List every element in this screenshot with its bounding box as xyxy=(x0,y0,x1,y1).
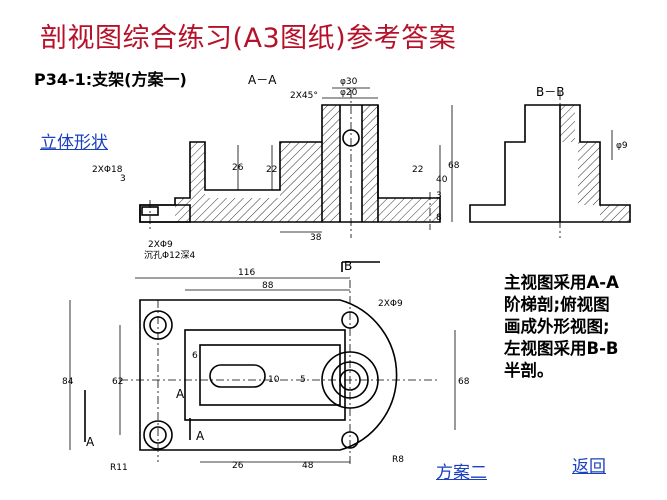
dim-68-front: 68 xyxy=(448,161,460,171)
dim-88: 88 xyxy=(262,281,274,291)
side-view xyxy=(469,92,631,238)
dim-84: 84 xyxy=(62,377,74,387)
slide-title: 剖视图综合练习(A3图纸)参考答案 xyxy=(40,23,457,54)
marker-a-1: A xyxy=(176,387,185,401)
dim-6: 6 xyxy=(192,351,198,361)
dim-3-right: 3 xyxy=(436,191,442,201)
dim-22-a: 22 xyxy=(266,165,277,175)
dim-62: 62 xyxy=(112,377,123,387)
dim-counterbore-note: 沉孔Φ12深4 xyxy=(144,250,196,261)
section-label-b-b: B－B xyxy=(536,85,564,99)
dim-116: 116 xyxy=(238,268,255,278)
dim-2xphi9-front: 2XΦ9 xyxy=(148,240,173,250)
dim-26-top: 26 xyxy=(232,461,244,471)
dim-phi20: φ20 xyxy=(340,88,358,98)
marker-a-3: A xyxy=(196,429,205,443)
link-back[interactable]: 返回 xyxy=(572,457,606,477)
dim-10: 10 xyxy=(268,375,280,385)
dim-22-b: 22 xyxy=(412,165,423,175)
dim-phi30: φ30 xyxy=(340,77,358,87)
dim-r11: R11 xyxy=(110,463,128,473)
dim-r8: R8 xyxy=(392,455,404,465)
dim-chamfer: 2X45° xyxy=(290,91,318,101)
dim-68-top: 68 xyxy=(458,377,470,387)
dim-2xphi18: 2XΦ18 xyxy=(92,165,123,175)
dim-8: 8 xyxy=(436,213,442,223)
dim-phi9-side: φ9 xyxy=(616,141,628,151)
marker-a-2: A xyxy=(86,435,95,449)
dim-5: 5 xyxy=(300,375,306,385)
section-label-a-a: A－A xyxy=(248,73,277,87)
top-view xyxy=(69,261,456,465)
dim-48: 48 xyxy=(302,461,314,471)
link-option-two[interactable]: 方案二 xyxy=(436,463,487,483)
front-view xyxy=(139,87,453,238)
marker-b: B xyxy=(344,259,352,273)
view-description: 主视图采用A-A阶梯剖;俯视图画成外形视图;左视图采用B-B半剖。 xyxy=(504,273,619,380)
dim-26: 26 xyxy=(232,163,244,173)
dim-38: 38 xyxy=(310,233,322,243)
exercise-subtitle: P34-1:支架(方案一) xyxy=(34,70,187,89)
dim-40: 40 xyxy=(436,175,448,185)
dim-3-left: 3 xyxy=(120,174,126,184)
link-3d-shape[interactable]: 立体形状 xyxy=(40,133,108,153)
dim-2xphi9-top: 2XΦ9 xyxy=(378,299,403,309)
